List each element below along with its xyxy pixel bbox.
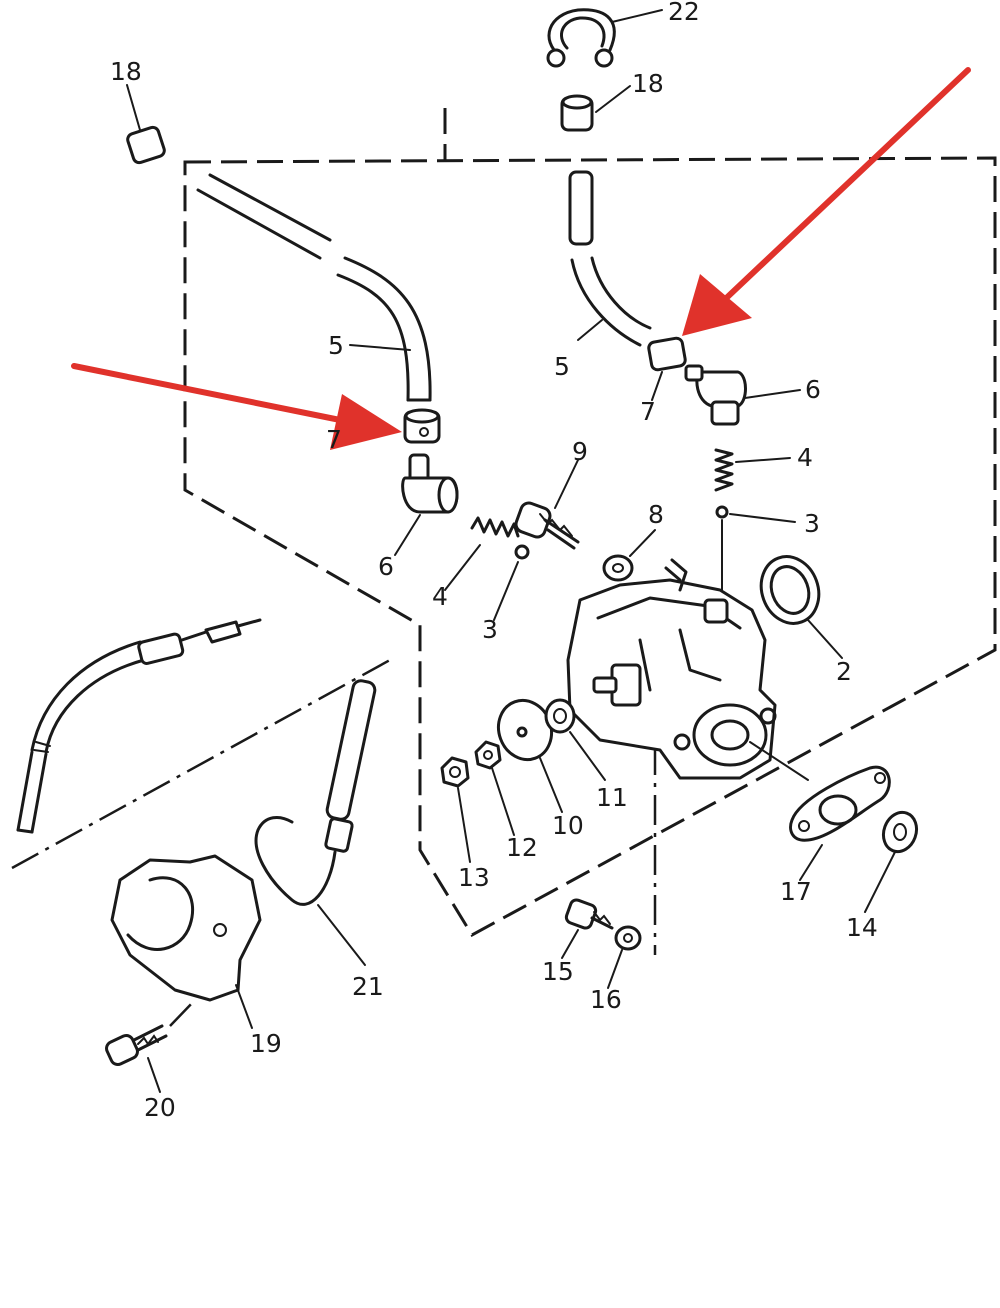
label-13: 13 xyxy=(458,863,490,892)
part-6-fitting-right xyxy=(684,364,801,426)
part-7-collar-right xyxy=(647,336,687,401)
label-18-top: 18 xyxy=(632,69,664,98)
label-9: 9 xyxy=(572,437,588,466)
part-22-clip xyxy=(546,8,663,68)
label-7-right: 7 xyxy=(640,397,656,426)
part-8-washer xyxy=(602,529,656,582)
part-12-nut xyxy=(474,740,515,836)
part-17-gasket xyxy=(789,765,891,881)
part-13-nut xyxy=(440,756,471,863)
label-21: 21 xyxy=(352,972,384,1001)
label-17: 17 xyxy=(780,877,812,906)
label-4-left: 4 xyxy=(432,582,448,611)
label-4-right: 4 xyxy=(797,443,813,472)
part-7-collar-left xyxy=(403,408,441,444)
label-3-left: 3 xyxy=(482,615,498,644)
label-18-left: 18 xyxy=(110,57,142,86)
label-15: 15 xyxy=(542,957,574,986)
label-2: 2 xyxy=(836,657,852,686)
assembly-boundary xyxy=(11,108,997,955)
part-3-ball-left xyxy=(493,544,530,621)
cable-assembly-left xyxy=(16,618,262,834)
part-15-bolt xyxy=(561,898,614,959)
part-4-spring-right xyxy=(714,448,791,492)
label-5-left: 5 xyxy=(328,331,344,360)
label-8: 8 xyxy=(648,500,664,529)
label-6-left: 6 xyxy=(378,552,394,581)
label-19: 19 xyxy=(250,1029,282,1058)
label-7-left: 7 xyxy=(326,425,342,454)
part-6-fitting-left xyxy=(394,453,459,556)
part-4-spring-left xyxy=(444,516,520,591)
label-11: 11 xyxy=(596,783,628,812)
part-18-clamp-top xyxy=(560,85,631,132)
label-14: 14 xyxy=(846,913,878,942)
part-21-cable xyxy=(254,679,377,966)
part-18-clamp-left xyxy=(126,84,166,165)
arrow-pointer-right xyxy=(682,67,971,336)
label-10: 10 xyxy=(552,811,584,840)
part-20-bolt xyxy=(105,999,196,1093)
part-19-cover xyxy=(110,854,262,1029)
part-5-hose-left xyxy=(196,173,432,402)
arrow-pointer-left xyxy=(71,363,402,450)
pump-body xyxy=(566,558,809,781)
part-11-washer xyxy=(544,698,606,781)
part-3-ball-right xyxy=(715,505,796,591)
label-6-right: 6 xyxy=(805,375,821,404)
part-14-washer xyxy=(864,810,919,913)
label-5-right: 5 xyxy=(554,352,570,381)
label-3-right: 3 xyxy=(804,509,820,538)
part-5-hose-right xyxy=(568,170,652,347)
label-16: 16 xyxy=(590,985,622,1014)
label-20: 20 xyxy=(144,1093,176,1122)
label-22: 22 xyxy=(668,0,700,26)
part-16-washer xyxy=(607,925,642,989)
part-9-screw xyxy=(514,459,580,550)
label-12: 12 xyxy=(506,833,538,862)
part-2-seal xyxy=(759,555,843,659)
